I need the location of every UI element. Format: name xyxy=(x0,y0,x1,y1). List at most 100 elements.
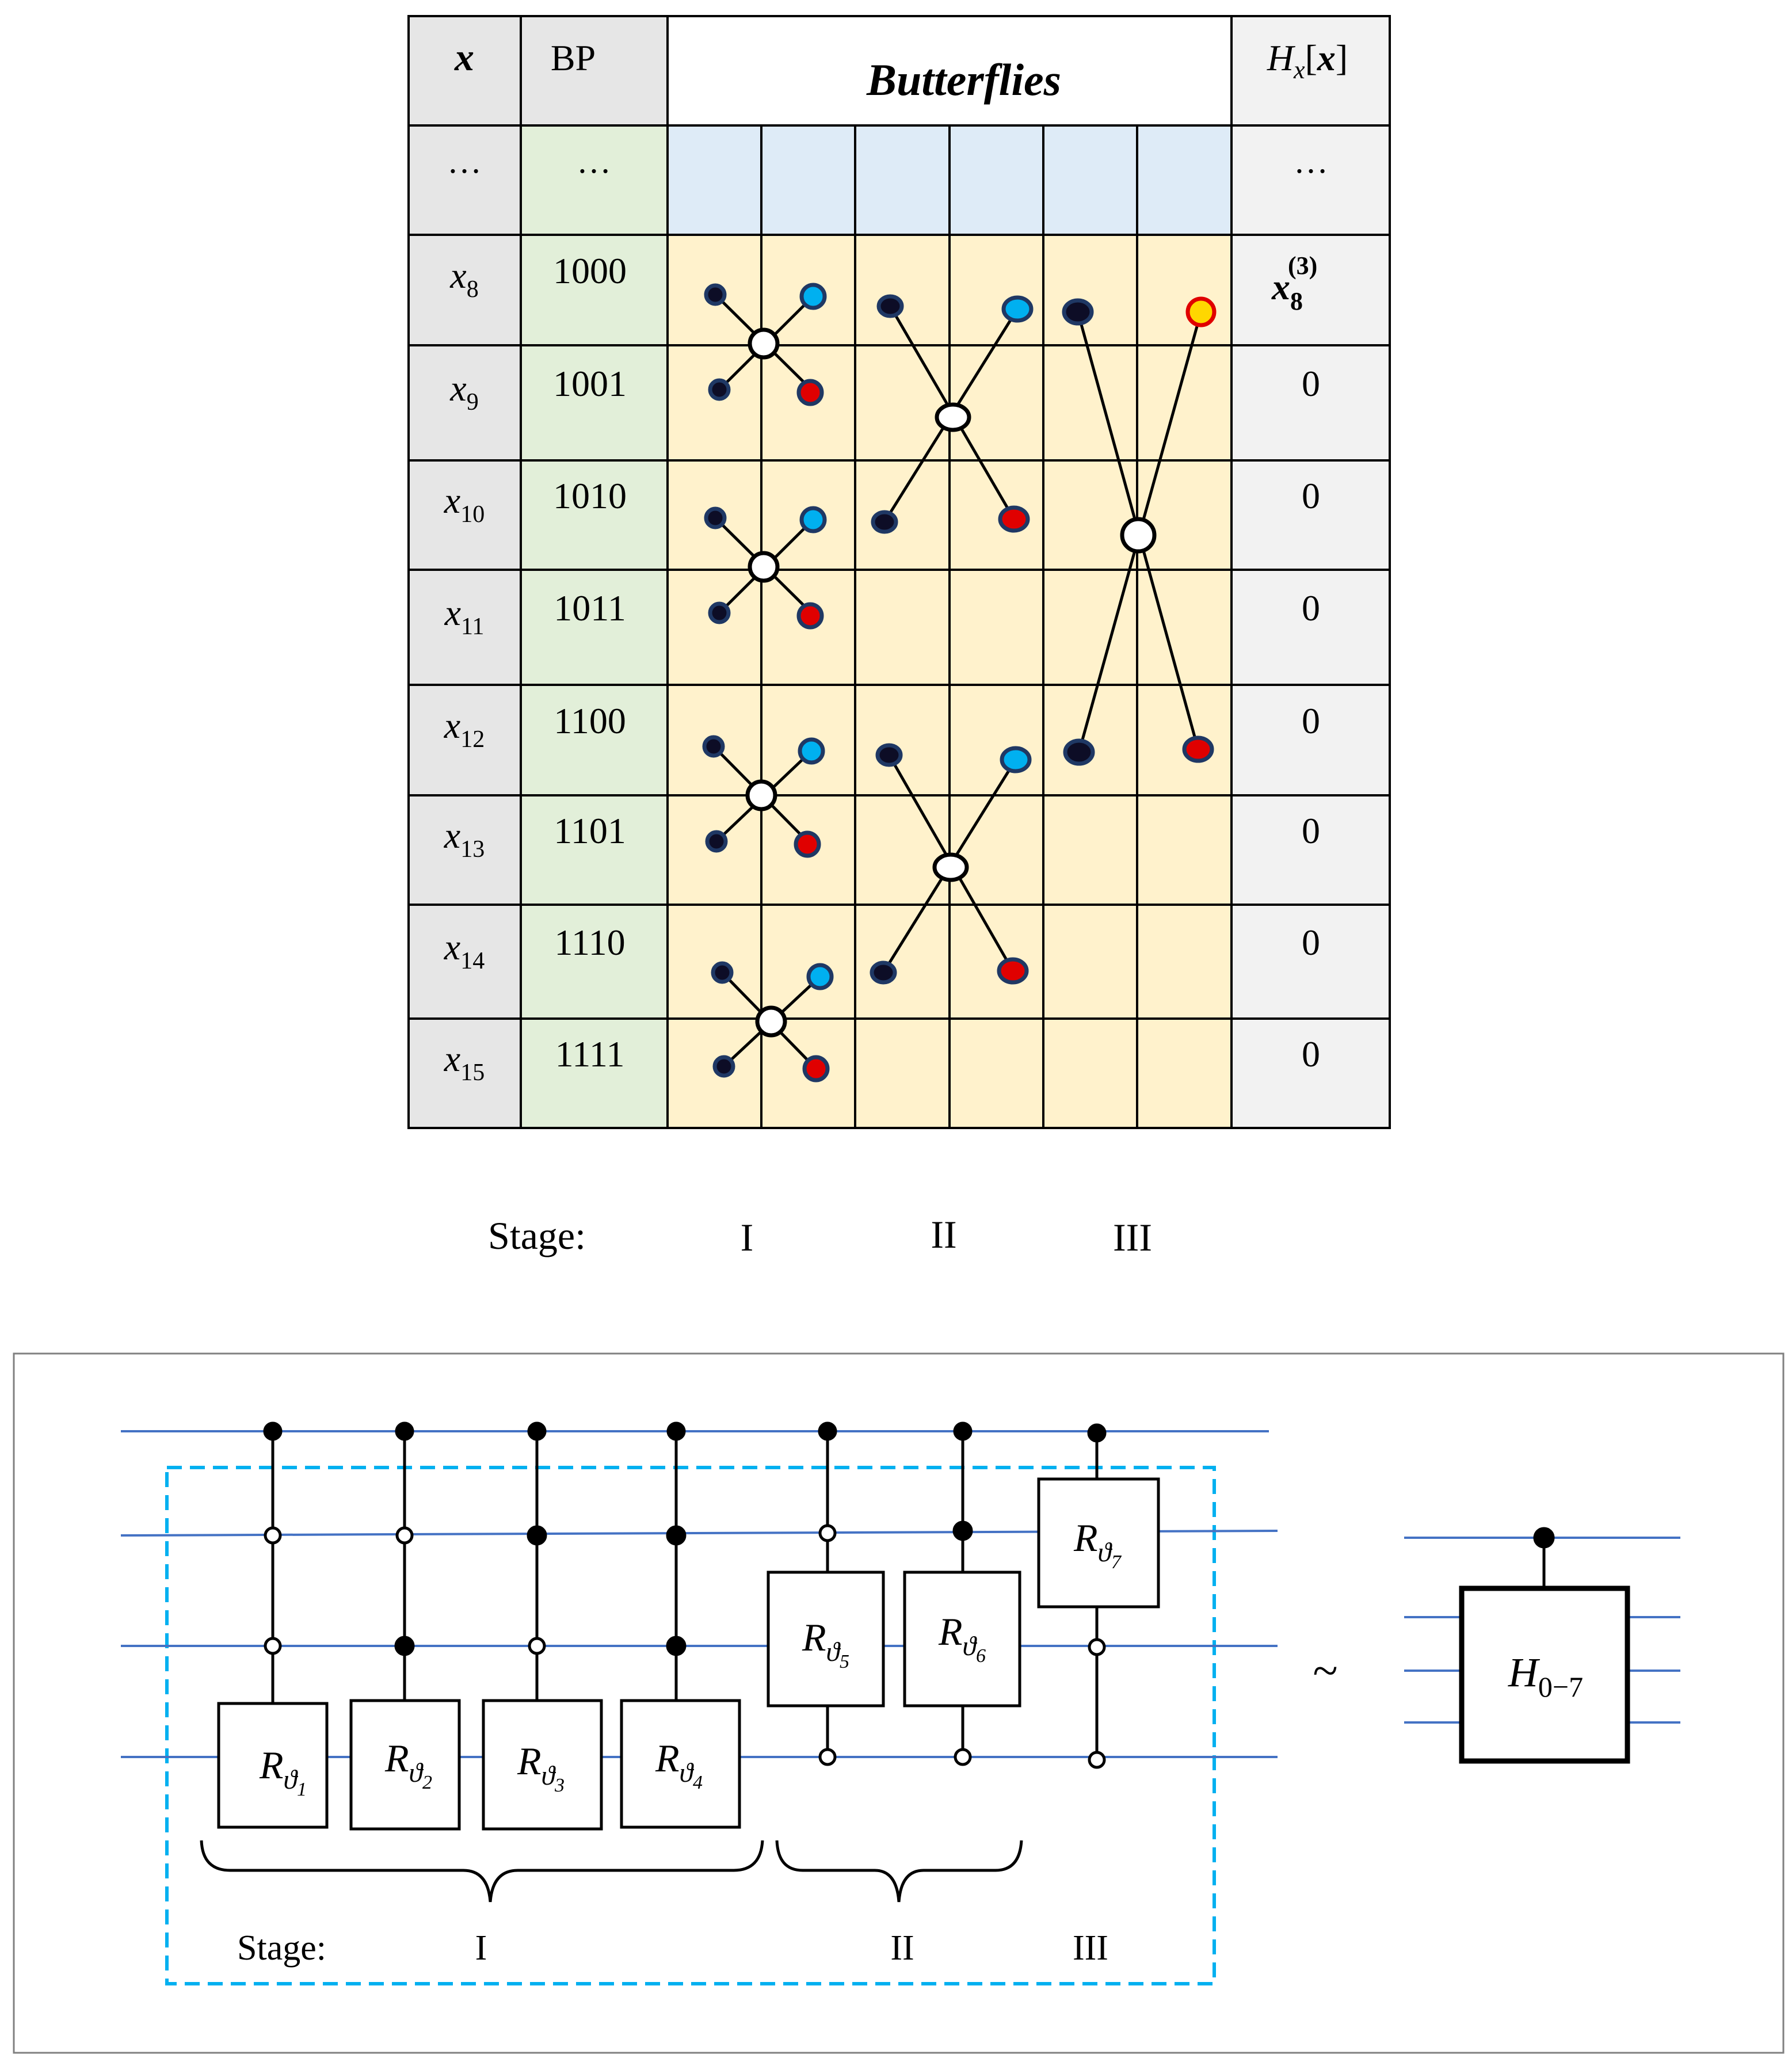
gate-label-r3: Rϑ3 xyxy=(517,1739,565,1796)
stage-braces xyxy=(200,1840,1023,1903)
node-white xyxy=(748,327,780,360)
header-bp: BP xyxy=(551,37,596,78)
stage-ii: II xyxy=(931,1213,956,1256)
node-red xyxy=(1182,735,1214,763)
gate-label-r1: Rϑ1 xyxy=(259,1743,307,1800)
node-dark xyxy=(708,601,731,624)
row-bp-value: 1001 xyxy=(553,363,627,404)
node-dark xyxy=(702,735,725,758)
ellipsis-bp: … xyxy=(577,142,611,180)
node-white xyxy=(745,779,777,811)
ellipsis-h: … xyxy=(1294,142,1328,180)
stage-iii: III xyxy=(1113,1215,1152,1259)
stage-i: I xyxy=(741,1215,754,1259)
node-dark xyxy=(870,961,897,985)
gate-r1 xyxy=(217,1702,329,1829)
gate-r4 xyxy=(620,1699,741,1829)
row-h-value: 0 xyxy=(1302,810,1320,851)
node-white xyxy=(932,852,969,882)
node-red xyxy=(794,830,821,858)
gate-r2 xyxy=(349,1699,461,1831)
node-white xyxy=(1120,517,1157,554)
gate-labels: Rϑ1 Rϑ2 Rϑ3 Rϑ4 Rϑ5 Rϑ6 Rϑ7 xyxy=(259,1516,1122,1800)
brace-stage-i xyxy=(200,1840,764,1903)
node-blue xyxy=(1001,295,1034,323)
row-bp-value: 1110 xyxy=(554,922,625,963)
row-bp-value: 1000 xyxy=(553,250,627,291)
row-bp-value: 1111 xyxy=(555,1034,625,1074)
stage-dashed-box xyxy=(165,1466,1216,1985)
row-x-label: x12 xyxy=(444,705,485,753)
node-white xyxy=(935,402,971,432)
node-dark xyxy=(711,961,734,984)
row-x-label: x9 xyxy=(449,368,478,416)
node-dark xyxy=(704,506,727,529)
node-red xyxy=(997,957,1029,985)
gate-boxes xyxy=(217,1477,1630,1831)
node-red xyxy=(796,379,824,406)
node-white xyxy=(748,551,780,583)
table-grid xyxy=(407,15,1391,1129)
table-headers: x BP Butterflies Hx[x] … … … xyxy=(447,35,1348,180)
node-dark xyxy=(712,1055,735,1078)
gate-label-r6: Rϑ6 xyxy=(938,1610,986,1667)
row-x-label: x14 xyxy=(444,927,485,974)
butterfly-nodes xyxy=(702,283,1217,1083)
gate-h07 xyxy=(1459,1585,1630,1764)
stage-label: Stage: xyxy=(488,1214,586,1257)
row-x-label: x10 xyxy=(444,480,485,528)
row-h-value: 0 xyxy=(1302,475,1320,516)
gate-r6 xyxy=(903,1571,1021,1707)
table-rows: x8 1000 x9 1001 0 x10 1010 0 x11 1011 0 x12 1100 0 x13… xyxy=(444,250,1320,1086)
node-red xyxy=(796,602,824,630)
node-dark xyxy=(876,294,904,318)
header-hx: Hx[x] xyxy=(1267,37,1348,84)
row-bp-value: 1010 xyxy=(553,475,627,516)
node-blue xyxy=(799,506,827,533)
row-x-label: x15 xyxy=(444,1038,485,1086)
row-h-value: 0 xyxy=(1302,922,1320,963)
row-x-label: x11 xyxy=(444,592,485,640)
stage-labels-top: Stage: I II III xyxy=(488,1213,1152,1259)
node-dark xyxy=(1063,738,1095,766)
brace-stage-ii xyxy=(775,1840,1023,1903)
h-block-label: H0−7 xyxy=(1508,1649,1583,1703)
circuit-frame xyxy=(13,1352,1785,2054)
ellipsis-x: … xyxy=(447,142,482,180)
header-x: x xyxy=(454,35,474,79)
equivalence-symbol: ~ xyxy=(1313,1646,1337,1697)
row-x-label: x13 xyxy=(444,815,485,863)
stage-ii-bottom: II xyxy=(890,1928,914,1968)
h-cell-x8-3: x8(3) xyxy=(1271,251,1317,315)
gate-label-r7: Rϑ7 xyxy=(1073,1516,1122,1573)
node-dark xyxy=(704,283,727,306)
row-bp-value: 1101 xyxy=(554,810,626,851)
node-blue xyxy=(1000,746,1032,773)
control-dots xyxy=(263,1421,1555,1769)
node-dark xyxy=(708,378,731,401)
node-dark xyxy=(705,830,728,853)
stage-labels-bottom: Stage: I II III xyxy=(237,1928,1108,1968)
gate-label-r2: Rϑ2 xyxy=(384,1736,432,1793)
node-red xyxy=(998,505,1030,533)
row-h-value: 0 xyxy=(1302,1034,1320,1074)
stage-iii-bottom: III xyxy=(1073,1928,1108,1968)
gate-r3 xyxy=(482,1699,603,1831)
node-dark xyxy=(1062,298,1094,326)
row-h-value: 0 xyxy=(1302,588,1320,628)
stage-label-bottom: Stage: xyxy=(237,1928,326,1968)
node-blue xyxy=(799,283,827,310)
row-bp-value: 1100 xyxy=(554,700,626,741)
row-h-value: 0 xyxy=(1302,700,1320,741)
node-dark xyxy=(871,510,898,534)
node-blue xyxy=(798,737,825,765)
header-butterflies: Butterflies xyxy=(866,55,1061,105)
gate-r5 xyxy=(767,1571,885,1707)
gate-label-r4: Rϑ4 xyxy=(655,1736,703,1793)
node-blue xyxy=(806,963,834,990)
row-x-label: x8 xyxy=(449,255,478,303)
gate-label-r5: Rϑ5 xyxy=(802,1615,849,1672)
row-bp-value: 1011 xyxy=(554,588,626,628)
node-white xyxy=(755,1005,787,1038)
